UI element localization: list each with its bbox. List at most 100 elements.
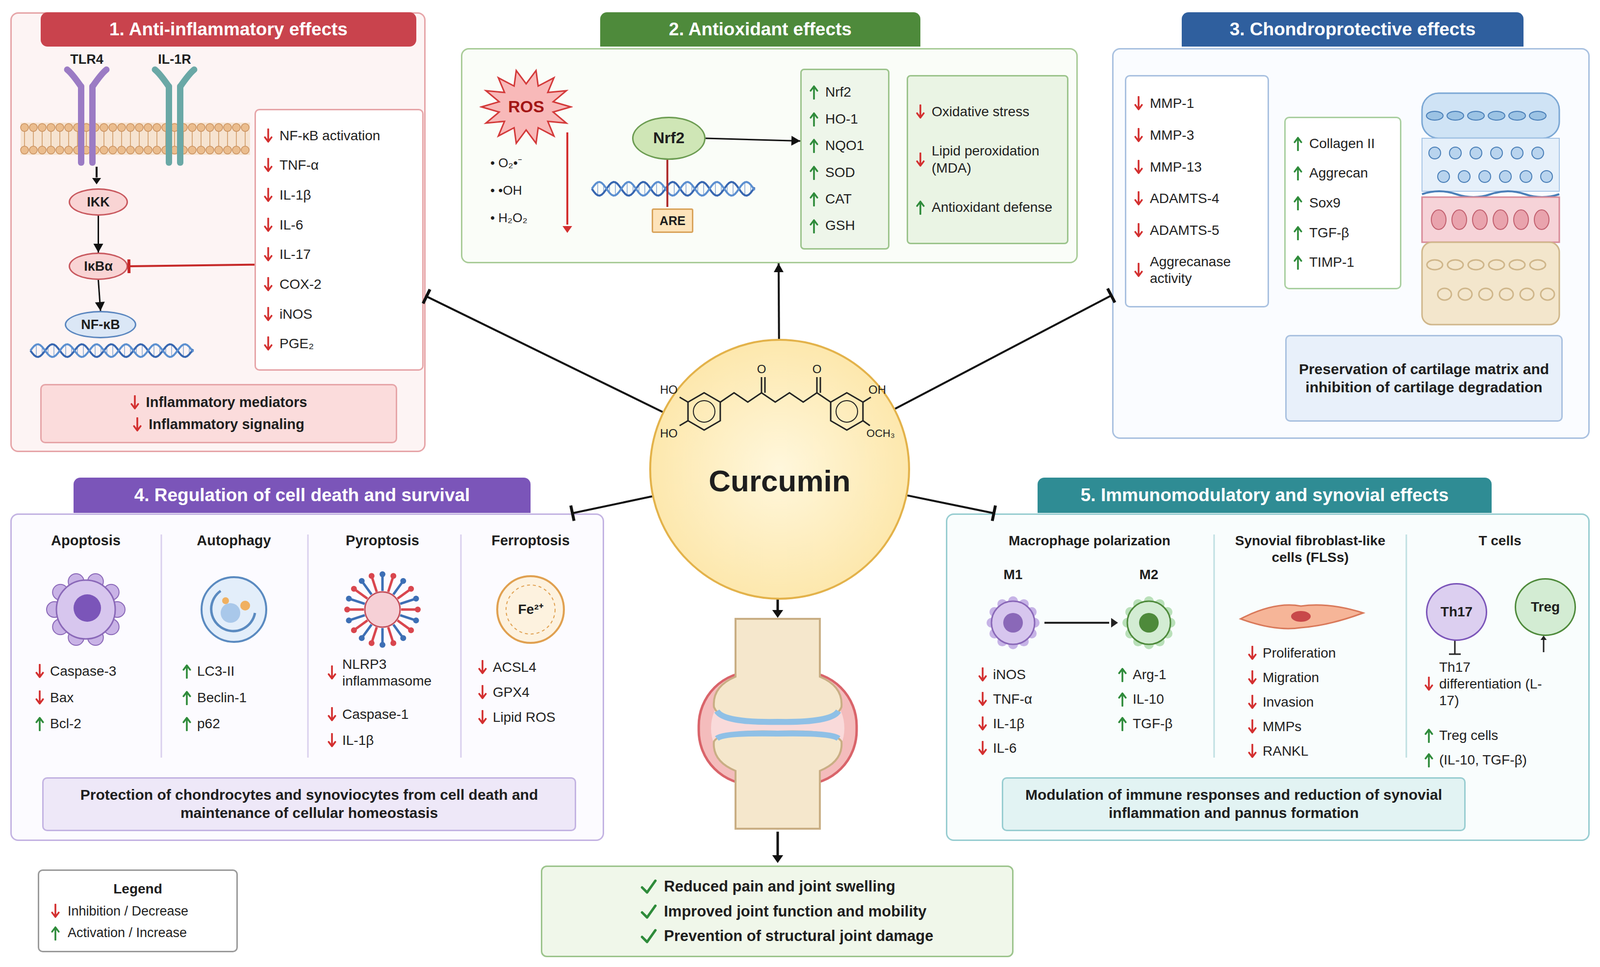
effect-item: GPX4 xyxy=(478,684,530,701)
label: • O₂•⁻ xyxy=(490,155,523,172)
illustration-circle xyxy=(506,584,556,635)
illustration-line xyxy=(218,130,220,148)
label-text: Arg-1 xyxy=(1132,666,1167,684)
arrow-stroke xyxy=(51,927,59,940)
illustration-circle xyxy=(214,123,223,132)
label-text: MMPs xyxy=(1262,718,1302,736)
effect-item: (IL-10, TGF-β) xyxy=(1424,751,1527,769)
arrow-stroke xyxy=(810,193,818,206)
illustration-line xyxy=(147,130,149,148)
effect-item: Proliferation xyxy=(1247,644,1336,662)
burst-outline xyxy=(481,70,571,144)
label: IL-1R xyxy=(157,51,192,68)
illustration-line xyxy=(400,598,416,604)
illustration-line xyxy=(153,344,155,357)
label-text: TGF-β xyxy=(1132,715,1173,733)
label-text: Caspase-1 xyxy=(342,706,409,723)
label-text: Autophagy xyxy=(196,532,271,550)
node-text: Protection of chondrocytes and synoviocy… xyxy=(50,786,568,822)
illustration-line xyxy=(94,344,96,357)
label-text: NLRP3 inflammasome xyxy=(342,656,446,690)
illustration-circle xyxy=(73,594,102,622)
legend-row: Activation / Increase xyxy=(50,924,225,941)
effect-list: Oxidative stressLipid peroxidation (MDA)… xyxy=(906,75,1069,245)
illustration-circle xyxy=(407,585,414,592)
list-row: CAT xyxy=(809,190,881,208)
illustration-line xyxy=(685,182,687,196)
illustration-line xyxy=(626,182,628,196)
nrf2-ellipse: Nrf2 xyxy=(632,116,706,160)
arrow-icon xyxy=(809,218,819,234)
illustration-rect xyxy=(177,83,184,166)
illustration-circle xyxy=(1139,612,1159,633)
illustration-ellipse xyxy=(1534,209,1550,230)
label: O xyxy=(757,361,767,377)
illustration-circle xyxy=(55,146,64,154)
connector xyxy=(97,215,100,253)
arrow-stroke xyxy=(1135,97,1143,110)
arrow-stroke xyxy=(479,685,486,699)
illustration-line xyxy=(112,130,114,148)
illustration-circle xyxy=(413,617,420,624)
illustration-polygon xyxy=(772,855,784,864)
illustration-line xyxy=(209,130,211,148)
illustration-line xyxy=(129,130,131,148)
illustration-path xyxy=(211,590,255,632)
list-item: HO-1 xyxy=(825,110,859,128)
arrow-icon xyxy=(809,138,819,153)
arrow-icon xyxy=(1293,254,1303,270)
list-item: TIMP-1 xyxy=(1309,253,1355,271)
effect-item: IL-6 xyxy=(978,739,1017,757)
arrow-stroke xyxy=(916,152,924,166)
label-text: RANKL xyxy=(1262,742,1309,760)
arrow-icon xyxy=(1247,694,1257,710)
illustration-circle xyxy=(1428,147,1441,159)
illustration-polygon xyxy=(687,392,721,431)
check-icon xyxy=(640,878,658,895)
illustration-line xyxy=(362,624,372,638)
illustration-line xyxy=(138,130,140,148)
arrow-stroke xyxy=(1248,646,1256,660)
list-row: MMP-1 xyxy=(1134,95,1260,112)
label-text: IL-1β xyxy=(992,715,1025,733)
arrow-stroke xyxy=(916,104,924,118)
illustration-circle xyxy=(135,123,144,132)
label: T cells xyxy=(1478,532,1522,550)
illustration-line xyxy=(65,344,67,357)
illustration-circle xyxy=(346,617,353,624)
label-text: • O₂•⁻ xyxy=(490,155,523,172)
effect-item: Treg cells xyxy=(1424,727,1499,744)
cell-circle: Treg xyxy=(1514,578,1576,636)
list-row: Nrf2 xyxy=(809,83,881,101)
check-stroke xyxy=(641,930,656,942)
illustration-polygon xyxy=(562,226,573,233)
arrow-stroke xyxy=(810,166,818,180)
list-row: iNOS xyxy=(263,305,415,323)
list-item: TGF-β xyxy=(1309,224,1349,242)
list-item: Antioxidant defense xyxy=(931,199,1053,216)
illustration-circle xyxy=(152,146,161,154)
effect-item: Migration xyxy=(1247,669,1320,686)
illustration-line xyxy=(656,182,658,196)
arrow-icon xyxy=(1293,165,1303,181)
illustration-circle xyxy=(144,123,153,132)
connector xyxy=(127,264,255,267)
connector xyxy=(571,496,652,514)
list-item: MMP-1 xyxy=(1149,95,1194,112)
legend-title: Legend xyxy=(50,880,225,898)
label: HO xyxy=(660,426,678,441)
list-row: MMP-3 xyxy=(1134,126,1260,144)
node-text: Modulation of immune responses and reduc… xyxy=(1010,786,1458,822)
ros-burst: ROS xyxy=(479,67,573,147)
connector xyxy=(907,495,995,514)
arrow-stroke xyxy=(1135,223,1143,237)
illustration-circle xyxy=(1458,170,1471,183)
illustration-path xyxy=(591,181,755,196)
illustration-circle xyxy=(368,640,375,647)
label-text: IL-6 xyxy=(992,739,1017,757)
list-item: Aggrecan xyxy=(1309,164,1369,182)
illustration-path xyxy=(716,733,839,739)
illustration-line xyxy=(388,627,394,643)
effect-item: iNOS xyxy=(978,666,1026,684)
list-row: MMP-13 xyxy=(1134,158,1260,176)
